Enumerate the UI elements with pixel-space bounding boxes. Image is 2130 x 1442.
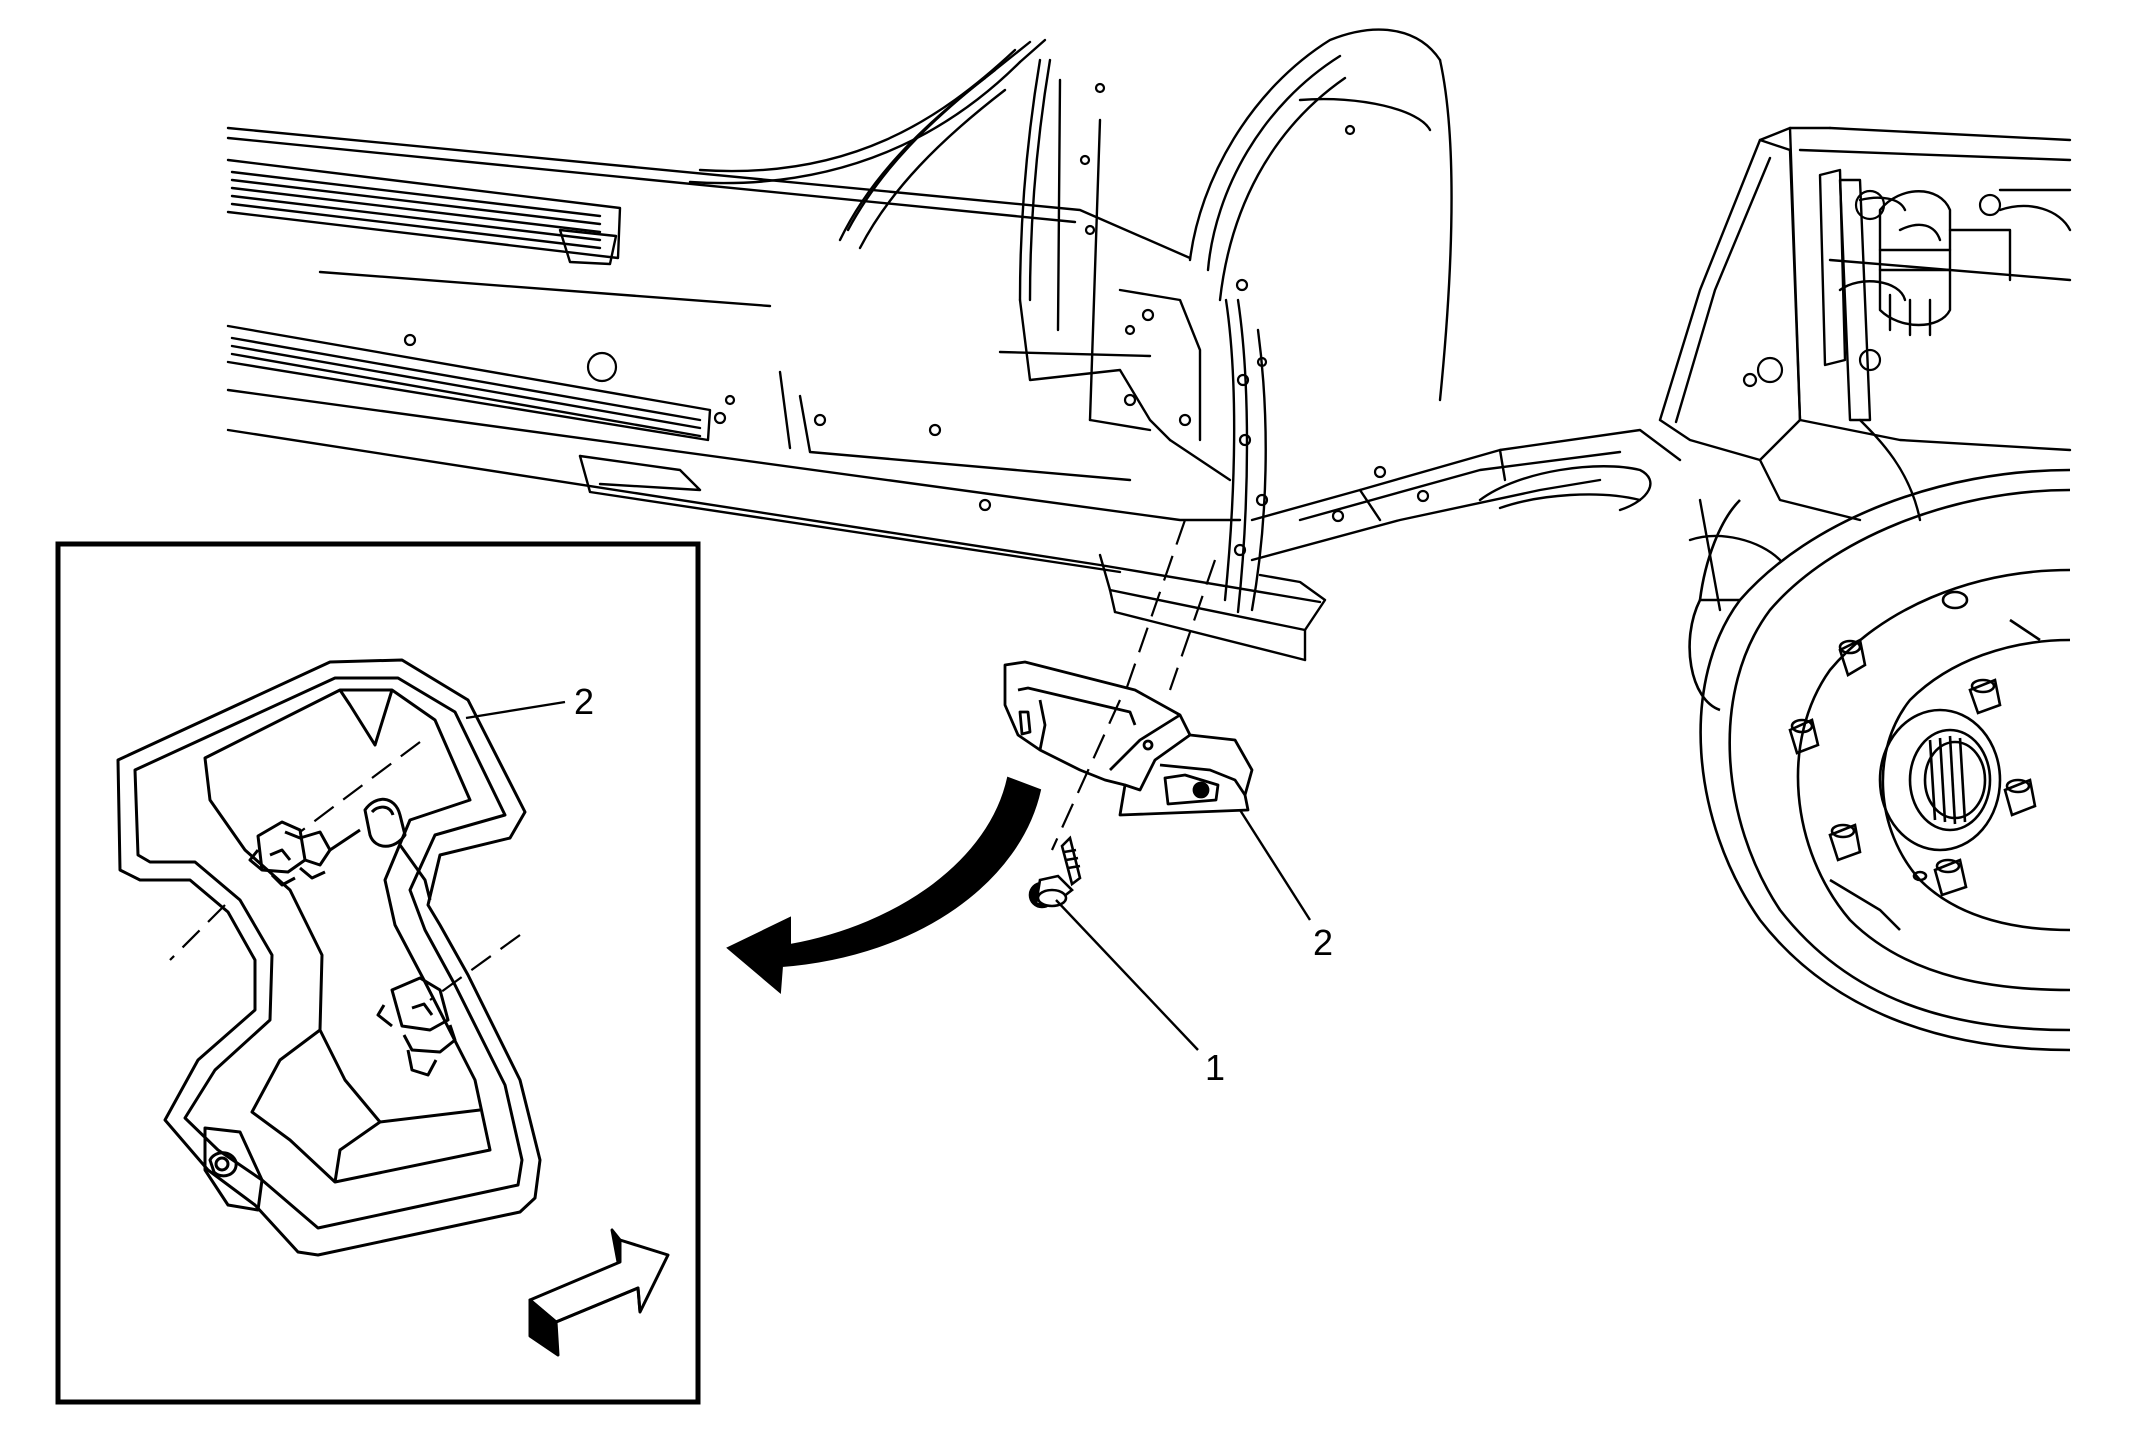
curved-arrow-icon (726, 776, 1042, 995)
lug-studs (1788, 638, 2037, 897)
body-holes (403, 82, 2002, 557)
callout-1: 1 (1205, 1047, 1225, 1088)
inset-guide-lines (169, 741, 521, 1001)
vehicle-body-sill (226, 28, 2072, 662)
callout-2: 2 (1313, 922, 1333, 963)
direction-arrow-icon (528, 1228, 670, 1357)
inset-bracket-part (116, 658, 542, 1257)
bolt-part (1028, 835, 1082, 909)
inset-leader-line (465, 700, 566, 720)
inset-callout-2: 2 (574, 681, 594, 722)
install-guide-lines (1050, 519, 1217, 851)
brake-rotor-hub (1688, 468, 2071, 1052)
bracket-part (1003, 660, 1254, 817)
inset-frame (55, 541, 701, 1405)
detail-inset (55, 541, 701, 1405)
